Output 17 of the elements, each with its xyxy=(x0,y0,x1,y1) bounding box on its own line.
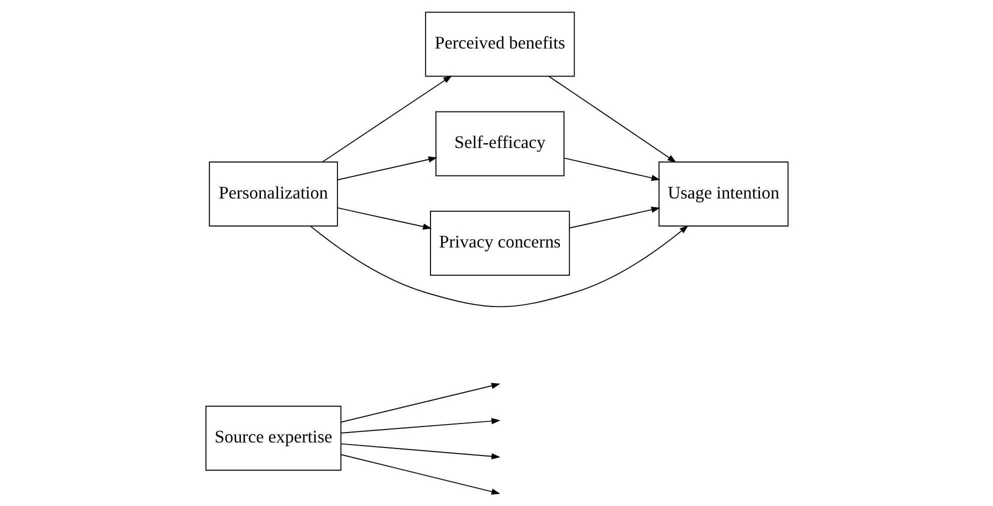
node-box: Privacy concerns xyxy=(430,210,570,276)
arrow xyxy=(340,418,500,434)
arrow xyxy=(340,443,500,460)
node-box: Source expertise xyxy=(204,406,341,471)
node-box: Self-efficacy xyxy=(434,111,564,176)
arrow xyxy=(336,207,432,230)
arrow xyxy=(309,225,688,308)
arrow xyxy=(340,382,500,423)
arrow xyxy=(563,158,660,181)
node-box: Perceived benefits xyxy=(424,12,574,77)
arrow xyxy=(322,75,452,162)
arrow xyxy=(548,76,676,163)
node-box: Usage intention xyxy=(658,161,788,226)
node-box: Personalization xyxy=(208,161,338,226)
arrow xyxy=(336,156,437,180)
arrow xyxy=(568,206,660,228)
arrow xyxy=(340,454,500,495)
